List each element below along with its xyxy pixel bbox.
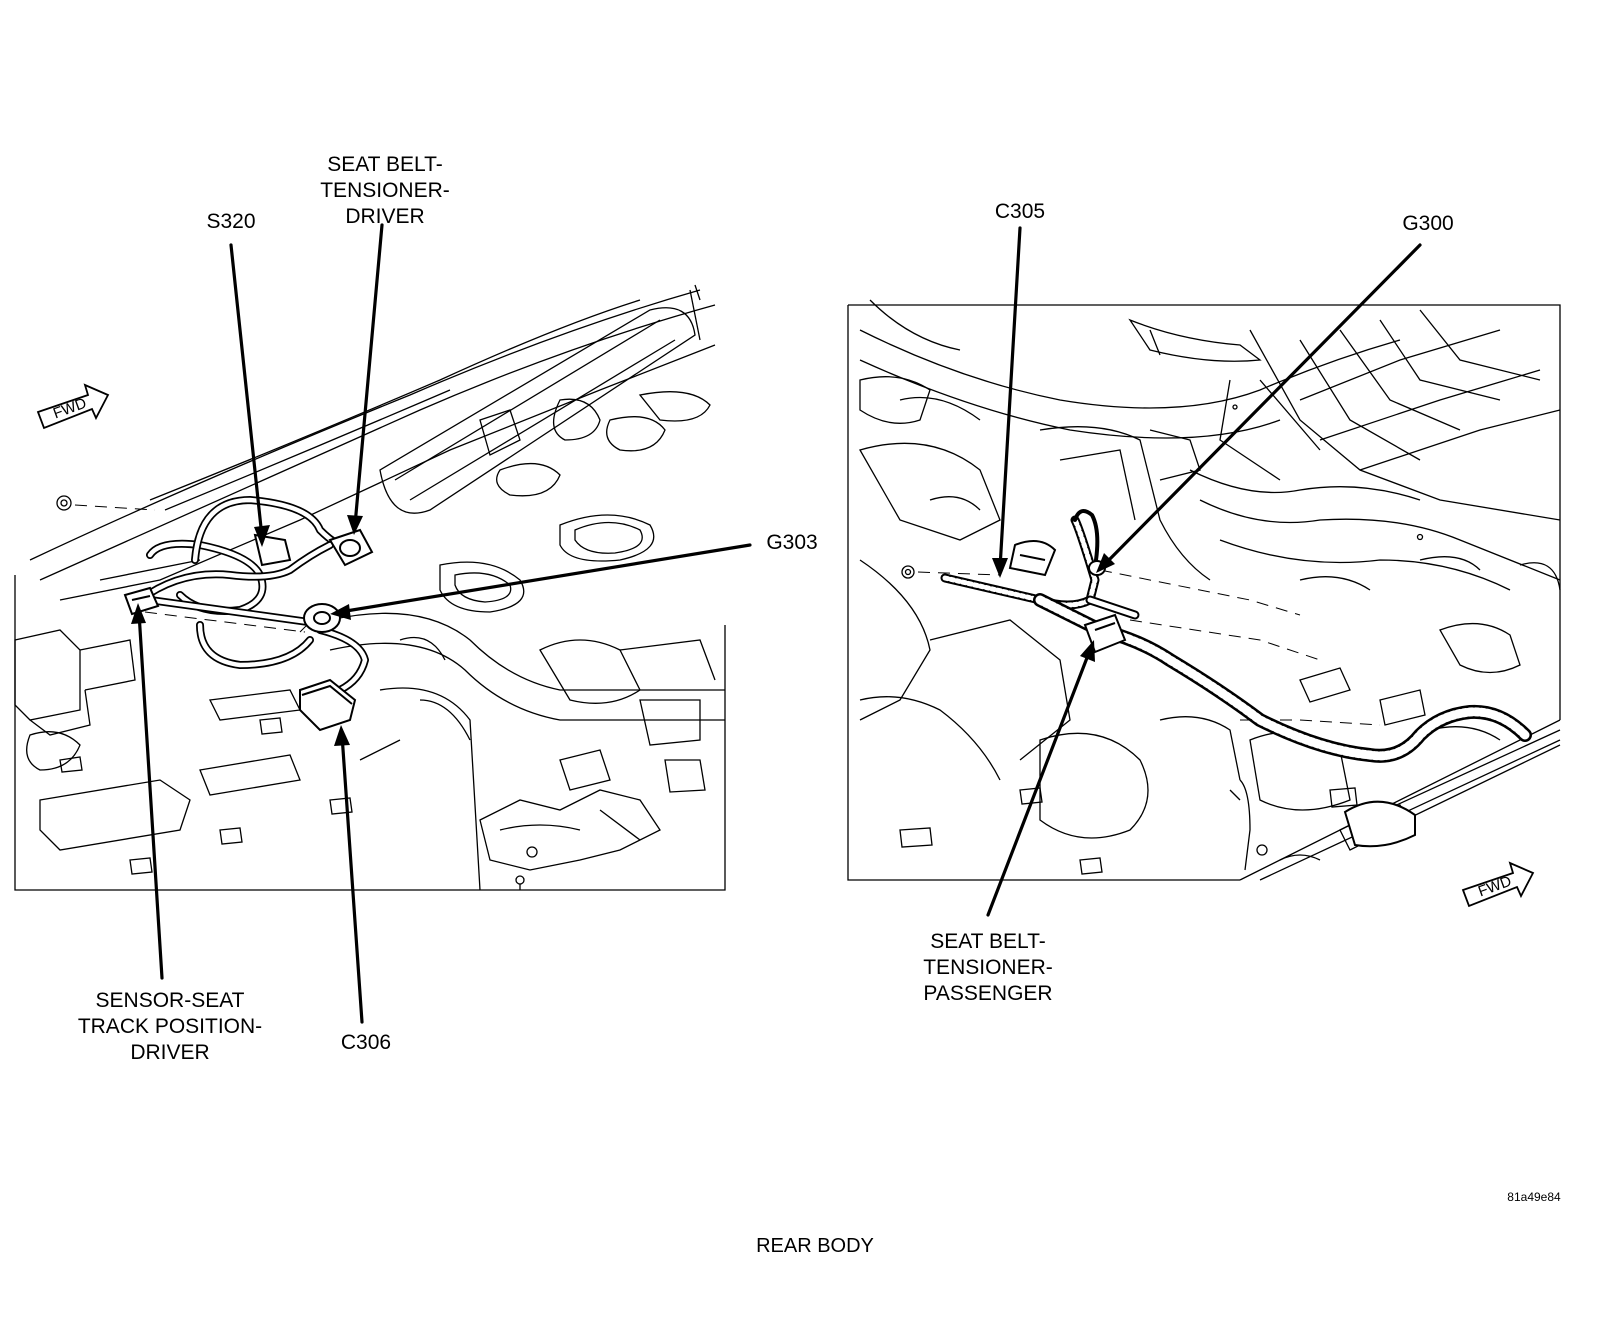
callout-line-1: SENSOR-SEAT [95,989,245,1012]
leader-lines [137,223,1422,1024]
callout-line-3: DRIVER [345,205,425,228]
callout-seat-belt-tensioner-passenger: SEAT BELT- TENSIONER- PASSENGER [898,929,1078,1007]
callout-g303: G303 [754,530,830,556]
left-dashed-lines [74,504,321,633]
leader-arrowheads [131,515,1115,746]
right-connectors [1008,540,1416,848]
leader-g303 [338,543,752,614]
callout-s320-text: S320 [206,210,256,233]
callout-sensor-seat-track-position-driver: SENSOR-SEAT TRACK POSITION- DRIVER [55,988,285,1066]
figure-id: 81a49e84 [1500,1190,1568,1204]
fwd-arrow-left-shape [36,383,110,430]
left-connectors [123,528,374,732]
callout-c305: C305 [982,199,1058,225]
connector-sensor-seat-track [123,586,160,616]
caption-text: REAR BODY [756,1235,874,1257]
leader-sensor-seat-track [137,611,164,980]
callout-g300-text: G300 [1402,212,1454,235]
callout-line-1: SEAT BELT- [327,153,443,176]
callout-g300: G300 [1390,211,1466,237]
leader-c306 [340,733,364,1024]
callout-seat-belt-tensioner-driver: SEAT BELT- TENSIONER- DRIVER [300,152,470,230]
callout-line-3: DRIVER [130,1041,210,1064]
leader-s320 [229,243,264,539]
callout-c306: C306 [328,1030,404,1056]
callout-line-2: TENSIONER- [923,956,1053,979]
callout-c306-text: C306 [340,1031,392,1054]
left-view-floor [14,284,726,891]
leader-seat-belt-tensioner-passenger [986,648,1092,917]
leader-c305 [998,226,1022,570]
figure-id-text: 81a49e84 [1507,1190,1561,1204]
callout-c305-text: C305 [994,200,1046,223]
callout-s320: S320 [195,209,267,235]
right-view-floor [847,299,1561,881]
caption: REAR BODY [700,1233,930,1259]
callout-line-2: TRACK POSITION- [77,1015,263,1038]
callout-g303-text: G303 [766,531,818,554]
right-harness [940,509,1532,763]
left-harness [136,496,369,694]
fwd-arrow-right-shape [1461,861,1535,908]
callout-line-2: TENSIONER- [320,179,450,202]
splice-s320 [253,533,292,567]
callout-line-3: PASSENGER [923,982,1053,1005]
leader-seat-belt-tensioner-driver [353,223,384,527]
callout-line-1: SEAT BELT- [930,930,1046,953]
leader-g300 [1101,243,1422,568]
